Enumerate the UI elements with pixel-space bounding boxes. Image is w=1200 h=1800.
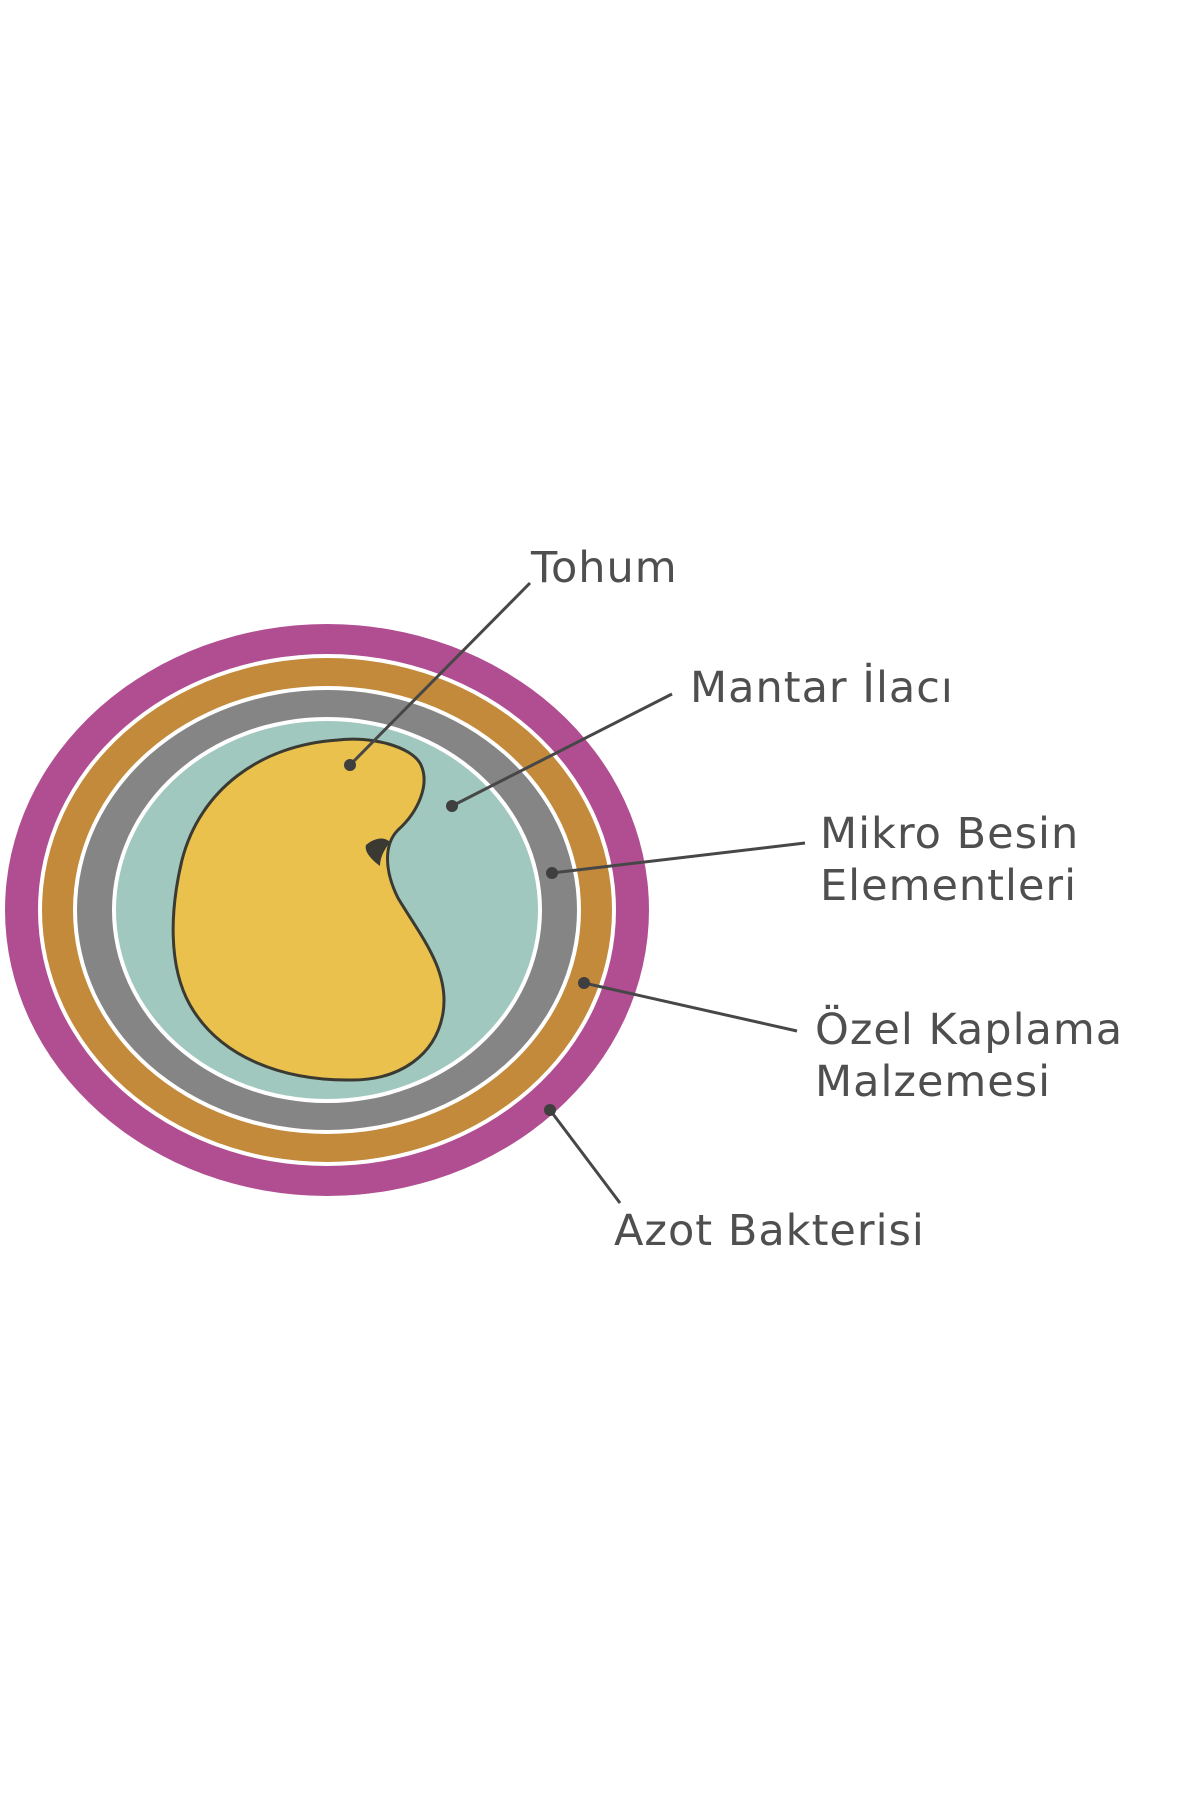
label-mikro-besin-line1: Mikro Besin xyxy=(820,809,1079,859)
label-mantar-ilaci: Mantar İlacı xyxy=(690,662,954,713)
label-tohum: Tohum xyxy=(530,543,678,593)
leader-line-tohum xyxy=(348,581,532,767)
leader-line-azot-bakterisi xyxy=(548,1109,622,1204)
leader-dot-mantar-ilaci xyxy=(446,800,458,812)
seed-hilum xyxy=(365,838,390,866)
leader-dot-ozel-kaplama xyxy=(578,977,590,989)
label-ozel-kaplama-line1: Özel Kaplama xyxy=(815,1004,1123,1055)
leader-line-ozel-kaplama xyxy=(583,981,798,1033)
label-ozel-kaplama-line2: Malzemesi xyxy=(815,1057,1051,1107)
seed-shape xyxy=(171,737,446,1082)
label-mikro-besin-line2: Elementleri xyxy=(820,861,1077,911)
label-azot-bakterisi: Azot Bakterisi xyxy=(614,1206,925,1256)
leader-dot-azot-bakterisi xyxy=(544,1104,556,1116)
leader-dot-mikro-besin xyxy=(546,867,558,879)
leader-dot-tohum xyxy=(344,759,356,771)
leader-line-mikro-besin xyxy=(551,841,806,875)
leader-line-mantar-ilaci xyxy=(451,692,673,808)
